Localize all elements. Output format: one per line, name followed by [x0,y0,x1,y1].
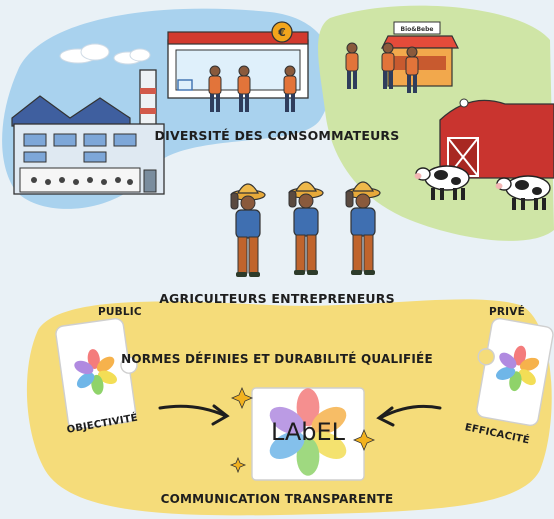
farmer-icon [288,181,324,276]
farmer-icon [230,183,266,278]
consumer-diversity-heading: DIVERSITÉ DES CONSOMMATEURS [154,128,400,143]
standards-heading: NORMES DÉFINIES ET DURABILITÉ QUALIFIÉE [121,352,433,366]
public-card [55,317,138,430]
factory-icon [11,69,165,195]
cloud-icon [59,43,151,65]
private-label: PRIVÉ [489,306,525,318]
sparkle-icon [229,386,376,474]
farmer-icon [345,181,381,276]
arrow-icon [158,404,230,426]
market-sign: Bio&Bebe [401,26,434,33]
store-icon [167,21,309,113]
green-blob [318,5,554,241]
communication-heading: COMMUNICATION TRANSPARENTE [160,492,394,506]
arrow-icon [376,404,442,427]
store-coin-sign: € [277,26,286,39]
public-label: PUBLIC [98,306,142,318]
private-card [476,317,554,427]
market-stall-icon [381,21,459,87]
label-card-text: LAbEL [271,418,346,446]
farmers-heading: AGRICULTEURS ENTREPRENEURS [159,291,395,306]
